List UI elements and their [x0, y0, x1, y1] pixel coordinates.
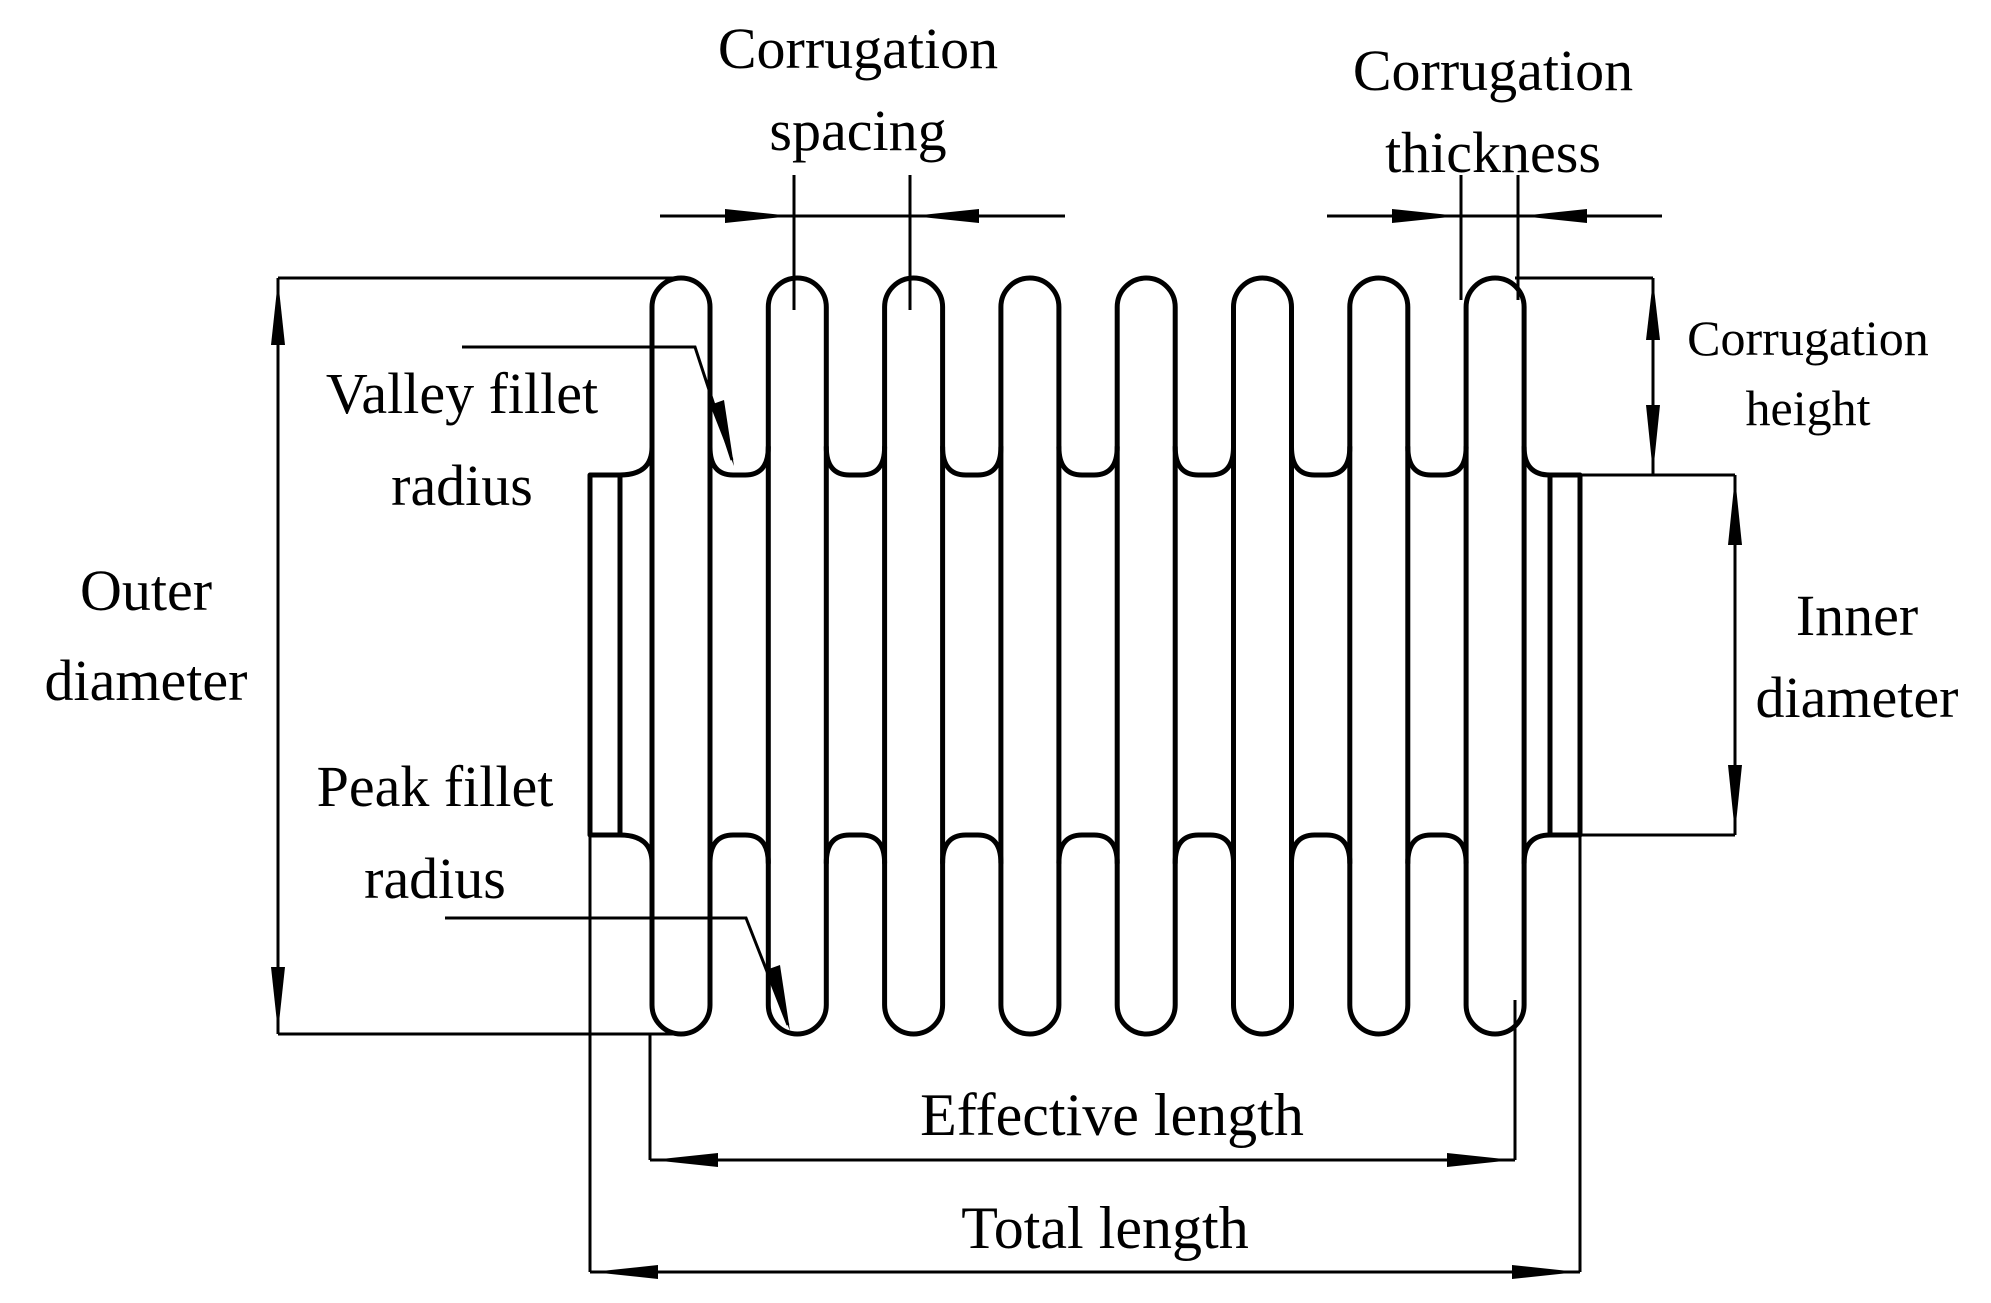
corrugation-thickness-label-line1: Corrugation: [1353, 38, 1633, 103]
corrugation-height-arrow-bottom: [1646, 405, 1660, 473]
corrugation-spacing-arrow-right: [912, 209, 979, 223]
left-end-tube: [587, 472, 623, 838]
total-length-arrow-left: [592, 1265, 658, 1279]
outer-diameter-arrow-top: [271, 280, 285, 345]
corrugation-height-arrow-top: [1646, 280, 1660, 340]
inner-diameter-label-line1: Inner: [1796, 583, 1918, 648]
right-end-tube: [1547, 472, 1583, 838]
effective-length-arrow-left: [652, 1153, 718, 1167]
outer-diameter-extension: [276, 276, 680, 1036]
effective-length-arrow-right: [1447, 1153, 1513, 1167]
corrugation-thickness-label-line2: thickness: [1385, 120, 1601, 185]
corrugation: [882, 275, 946, 1037]
inner-diameter-label-line2: diameter: [1756, 665, 1959, 730]
total-length-label: Total length: [961, 1195, 1248, 1261]
corrugation: [1463, 275, 1527, 1037]
end-transition: [617, 832, 655, 866]
corrugation-thickness-arrow-left: [1392, 209, 1459, 223]
corrugation-spacing-label-line2: spacing: [769, 98, 946, 163]
corrugation-spacing-arrow-left: [725, 209, 792, 223]
corrugation-height-extension: [1515, 276, 1655, 475]
corrugation: [1347, 275, 1411, 1037]
valley-bottom: [1289, 832, 1353, 866]
corrugation-height-label-line1: Corrugation: [1687, 310, 1929, 366]
valley-bottom: [1172, 832, 1236, 866]
corrugation-thickness-lines: [1327, 175, 1662, 300]
labels: Corrugation spacing Corrugation thicknes…: [45, 16, 1959, 1261]
valley-bottom: [1405, 832, 1469, 866]
corrugation: [1231, 275, 1294, 1037]
valley-fillet-arrow: [710, 400, 734, 466]
total-length-arrow-right: [1512, 1265, 1578, 1279]
valley-top: [1405, 444, 1469, 478]
valley-fillet-label-line1: Valley fillet: [326, 361, 598, 426]
corrugation: [649, 275, 713, 1037]
total-length-lines: [588, 835, 1582, 1274]
corrugation-thickness-arrow-right: [1520, 209, 1587, 223]
valley-bottom: [1056, 832, 1120, 866]
peak-fillet-label-line1: Peak fillet: [317, 754, 554, 819]
end-transition: [1521, 832, 1553, 866]
end-transition: [617, 444, 655, 478]
outer-diameter-label-line1: Outer: [80, 558, 212, 623]
corrugation: [1114, 275, 1178, 1037]
valley-bottom: [823, 832, 888, 866]
peak-fillet-leader: [445, 916, 790, 1026]
corrugation: [765, 275, 829, 1037]
end-transition: [1521, 444, 1553, 478]
effective-length-label: Effective length: [920, 1082, 1304, 1148]
effective-length-lines: [648, 1000, 1517, 1162]
inner-diameter-arrow-bottom: [1728, 765, 1742, 833]
peak-fillet-arrow: [766, 965, 790, 1031]
end-tubes: [587, 472, 1583, 838]
peak-fillet-label-line2: radius: [364, 846, 506, 911]
valley-top: [940, 444, 1004, 478]
valley-fillet-label-line2: radius: [391, 453, 533, 518]
valley-top: [1172, 444, 1236, 478]
valley-top: [823, 444, 888, 478]
corrugation-height-label-line2: height: [1746, 380, 1871, 436]
corrugation-spacing-label-line1: Corrugation: [718, 16, 998, 81]
valley-bottom: [940, 832, 1004, 866]
valley-top: [1289, 444, 1353, 478]
corrugations: [617, 275, 1553, 1037]
inner-diameter-arrow-top: [1728, 477, 1742, 545]
inner-diameter-extension: [1580, 473, 1737, 837]
dimension-lines: [271, 175, 1742, 1279]
outer-diameter-label-line2: diameter: [45, 648, 248, 713]
valley-bottom: [707, 832, 771, 866]
valley-top: [1056, 444, 1120, 478]
corrugation: [998, 275, 1062, 1037]
outer-diameter-arrow-bottom: [271, 967, 285, 1032]
valley-top: [707, 444, 771, 478]
